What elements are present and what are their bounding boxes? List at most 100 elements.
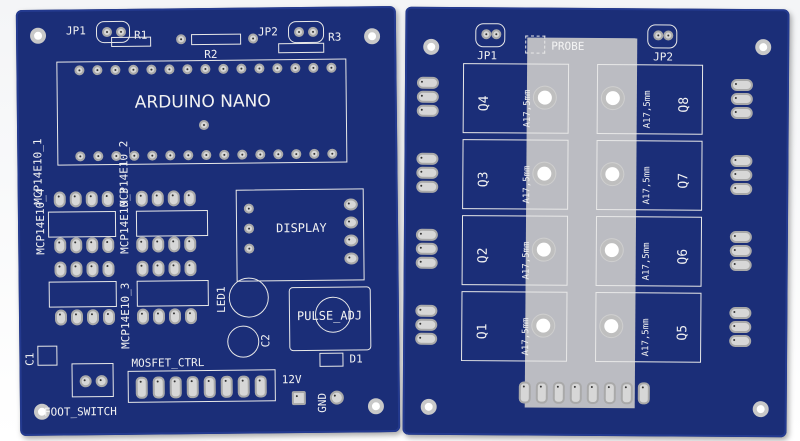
pulse-adj-label: PULSE_ADJ bbox=[296, 308, 363, 324]
pad bbox=[244, 243, 255, 254]
pad bbox=[535, 381, 548, 404]
pad bbox=[146, 64, 157, 75]
dimension-label: A17,5mm bbox=[522, 89, 533, 128]
mounting-hole bbox=[755, 39, 772, 56]
transistor-label: Q3 bbox=[476, 171, 492, 188]
jp1-label: JP1 bbox=[65, 24, 86, 38]
pad bbox=[552, 381, 565, 404]
transistor-label: Q6 bbox=[675, 248, 691, 265]
pad bbox=[244, 223, 255, 234]
dimension-label: A17,5mm bbox=[641, 318, 652, 357]
pad bbox=[481, 29, 492, 40]
tab-hole bbox=[601, 163, 624, 186]
pad bbox=[569, 381, 582, 404]
pad bbox=[729, 230, 752, 244]
pad bbox=[115, 26, 127, 37]
pad bbox=[169, 376, 182, 399]
mounting-hole bbox=[363, 28, 381, 45]
pad bbox=[415, 228, 438, 241]
pad bbox=[168, 260, 181, 277]
pad bbox=[603, 382, 616, 405]
pad bbox=[151, 190, 164, 207]
mcp1-footprint bbox=[47, 210, 117, 238]
probe-pad bbox=[525, 35, 546, 54]
pad bbox=[102, 236, 115, 254]
dimension-label: A17,5mm bbox=[522, 165, 533, 204]
mosfet-pad-row bbox=[16, 6, 396, 10]
pad bbox=[184, 236, 197, 253]
pad bbox=[200, 63, 211, 75]
led1-label: LED1 bbox=[214, 286, 228, 313]
mcp-pad-grid bbox=[16, 6, 396, 10]
pad bbox=[219, 149, 230, 160]
pad bbox=[152, 236, 165, 253]
gnd-label: GND bbox=[315, 392, 330, 413]
pad bbox=[152, 260, 165, 277]
display-pad-column bbox=[16, 6, 396, 10]
pad bbox=[152, 376, 165, 399]
pad bbox=[168, 308, 182, 325]
pad bbox=[101, 190, 114, 208]
pad bbox=[308, 62, 319, 73]
arduino-pin-row-top bbox=[16, 6, 396, 10]
pad bbox=[102, 260, 115, 278]
pad bbox=[95, 375, 108, 388]
pad bbox=[343, 216, 359, 229]
transistor-label: Q8 bbox=[676, 96, 692, 113]
mounting-hole bbox=[423, 38, 440, 55]
pad bbox=[128, 64, 139, 75]
r3-footprint bbox=[278, 42, 325, 54]
pad bbox=[416, 76, 440, 89]
mounting-hole bbox=[29, 27, 47, 44]
tab-hole bbox=[600, 239, 623, 262]
pad bbox=[326, 62, 337, 73]
display-label: DISPLAY bbox=[276, 220, 327, 236]
arduino-label: ARDUINO NANO bbox=[134, 91, 271, 113]
pad bbox=[92, 65, 103, 76]
pad bbox=[415, 318, 438, 331]
pad bbox=[70, 237, 83, 254]
pad bbox=[165, 150, 176, 161]
jp1-label: JP1 bbox=[477, 49, 498, 63]
pad bbox=[184, 260, 197, 277]
pad bbox=[86, 261, 99, 278]
pad bbox=[176, 34, 187, 45]
pad bbox=[111, 150, 122, 162]
pad bbox=[729, 258, 752, 272]
c1-label: C1 bbox=[23, 352, 37, 366]
pad bbox=[237, 149, 248, 160]
tab-hole bbox=[600, 315, 623, 338]
pad bbox=[273, 149, 284, 160]
pad bbox=[220, 375, 233, 398]
pad bbox=[415, 304, 438, 317]
pad bbox=[86, 309, 100, 326]
d1-label: D1 bbox=[349, 352, 363, 366]
pad bbox=[54, 237, 67, 254]
pad bbox=[53, 191, 66, 208]
mounting-hole bbox=[752, 401, 769, 418]
r2-footprint bbox=[191, 33, 242, 46]
pad bbox=[129, 150, 140, 161]
pad bbox=[136, 260, 149, 277]
dimension-label: A17,5mm bbox=[642, 90, 653, 129]
c1-footprint bbox=[37, 345, 58, 366]
led1-footprint bbox=[228, 277, 270, 318]
mcp4-footprint bbox=[48, 280, 117, 308]
pad bbox=[79, 375, 92, 388]
pad bbox=[198, 119, 210, 131]
pad bbox=[70, 309, 84, 326]
mcp-vertical-label: MCP14E10_3 bbox=[118, 282, 133, 349]
pad bbox=[518, 381, 531, 404]
pad bbox=[168, 236, 181, 253]
pad bbox=[101, 26, 113, 38]
mounting-hole bbox=[420, 398, 437, 415]
dimension-label: A17,5mm bbox=[521, 317, 532, 356]
mcp2-footprint bbox=[135, 210, 209, 237]
probe-label: PROBE bbox=[551, 39, 585, 53]
pad bbox=[69, 191, 82, 208]
pad bbox=[186, 376, 199, 399]
pad bbox=[54, 261, 67, 278]
pad bbox=[293, 26, 305, 38]
pad bbox=[586, 381, 599, 405]
arduino-pin-row-bottom bbox=[16, 6, 396, 10]
